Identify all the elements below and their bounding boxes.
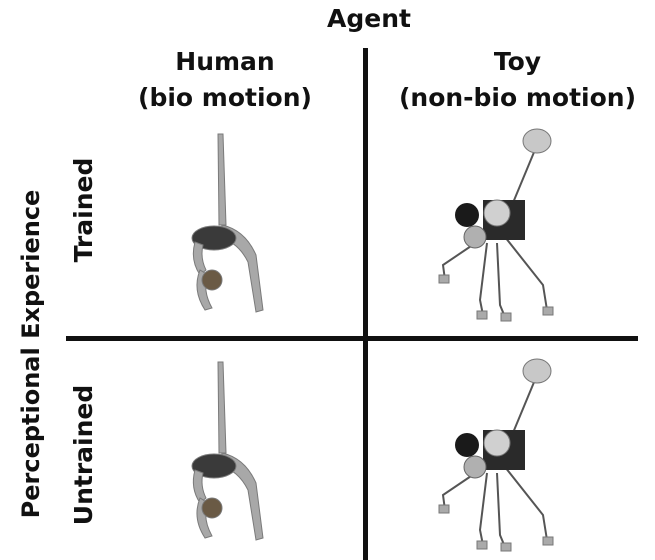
vertical-divider	[363, 48, 368, 560]
gymnast-untrained-icon	[170, 358, 280, 553]
toy-robot-untrained-icon	[425, 355, 575, 555]
column-toy-label: Toy	[380, 44, 655, 80]
gymnast-trained-icon	[170, 130, 280, 325]
agent-axis-title: Agent	[0, 4, 655, 33]
row-label-trained: Trained	[68, 130, 100, 290]
horizontal-divider	[66, 336, 638, 341]
column-header-toy: Toy (non-bio motion)	[380, 44, 655, 116]
row-label-untrained: Untrained	[68, 355, 100, 555]
toy-robot-trained-icon	[425, 125, 575, 325]
perceptional-experience-axis-title: Perceptional Experience	[16, 154, 46, 554]
column-human-label: Human	[95, 44, 355, 80]
column-human-sublabel: (bio motion)	[95, 80, 355, 116]
column-toy-sublabel: (non-bio motion)	[380, 80, 655, 116]
column-header-human: Human (bio motion)	[95, 44, 355, 116]
